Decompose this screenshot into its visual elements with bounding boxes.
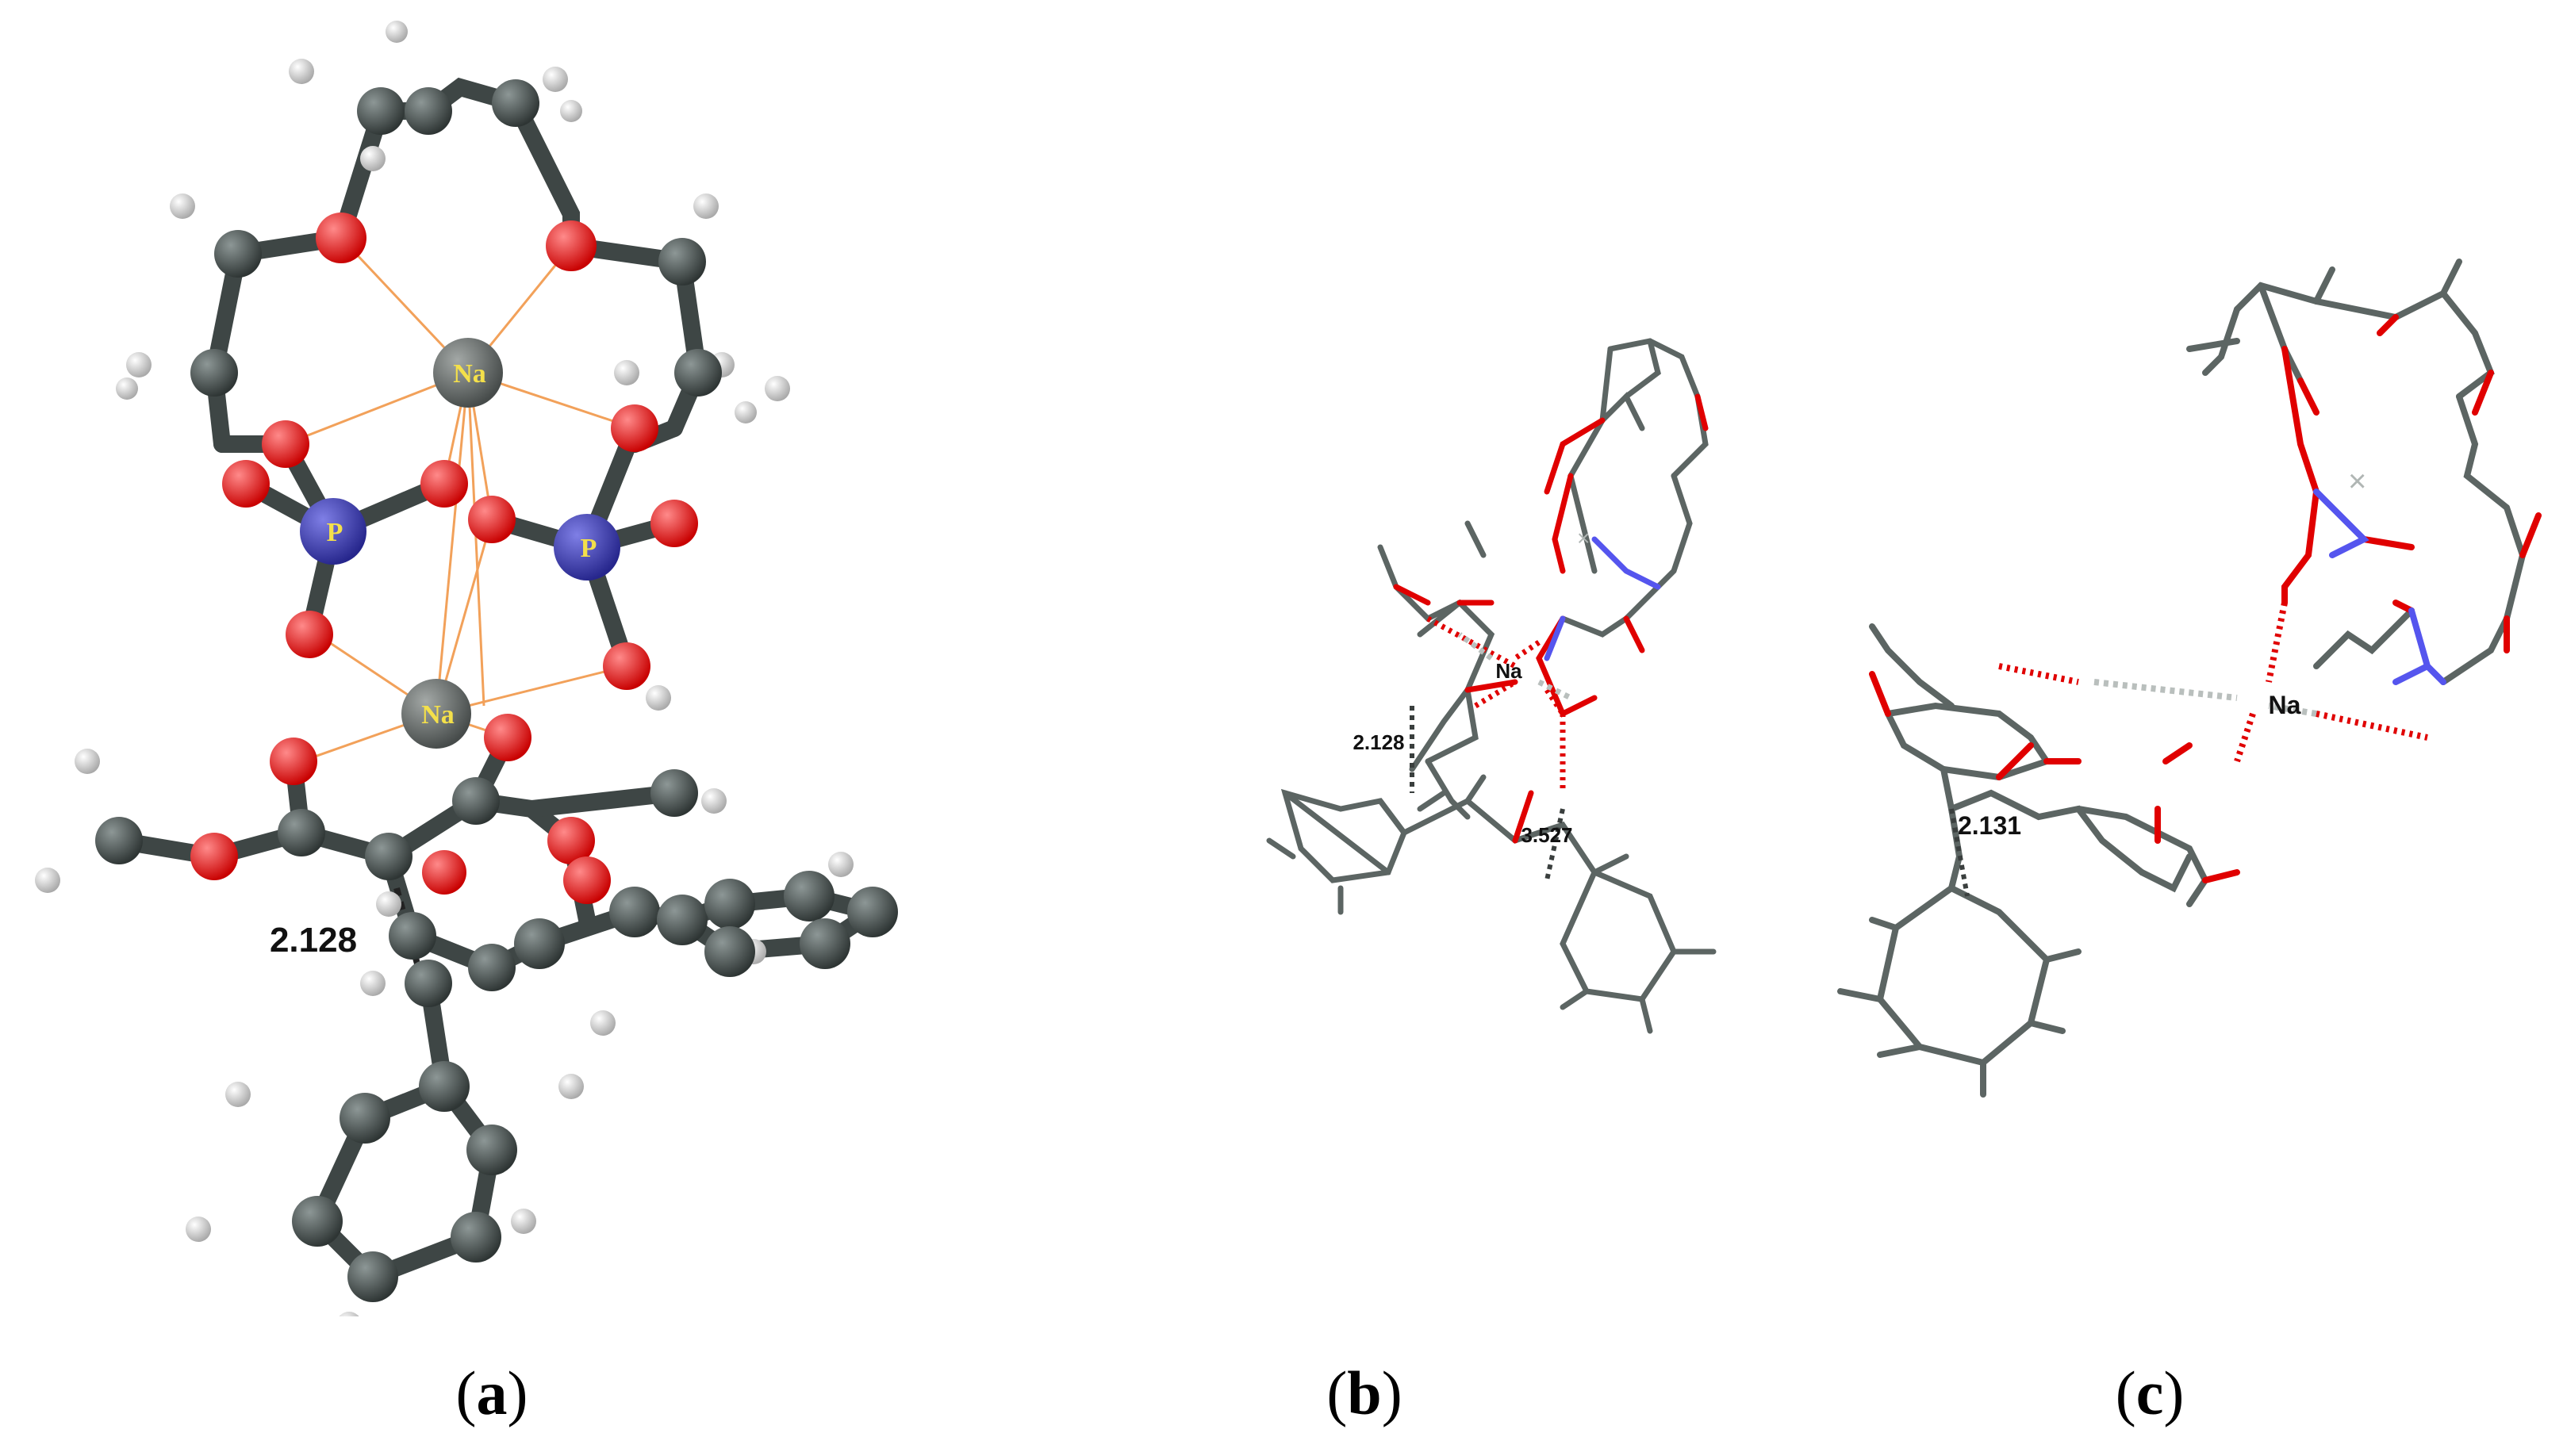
panel-c-molecule: × Na 2.131 (1837, 259, 2542, 1098)
carbon-atoms (95, 79, 898, 1302)
b-carbon-sticks (1266, 338, 1717, 1034)
c-gray-dashes (2093, 679, 2317, 717)
b-gray-dashes (1457, 632, 1572, 701)
b-centroid-marker: × (1577, 526, 1590, 550)
sodium-atom-bottom (401, 679, 471, 749)
b-distance-label-1: 2.128 (1353, 730, 1404, 754)
c-distance-label: 2.131 (1958, 811, 2021, 840)
sodium-atoms (401, 338, 503, 749)
panel-c: × Na 2.131 (1745, 0, 2567, 1316)
a-distance-label: 2.128 (270, 921, 357, 960)
panel-b-molecule: × Na 2.128 3.527 (1266, 338, 1717, 1034)
b-coordination-dots (1426, 615, 1566, 793)
b-dashed-contact-right (1544, 808, 1565, 881)
p-label-left: P (327, 518, 343, 547)
oxygen-atoms (190, 213, 698, 904)
panel-a: Na Na P P 2.128 (0, 0, 912, 1316)
caption-c: (c) (2115, 1358, 2185, 1427)
c-carbon-sticks (1837, 259, 2527, 1098)
phosphorus-atoms (300, 498, 620, 580)
c-coordination-dots (1998, 602, 2428, 763)
caption-a: (a) (455, 1358, 528, 1427)
b-distance-label-2: 3.527 (1521, 823, 1572, 847)
p-label-right: P (581, 534, 597, 563)
panel-b: × Na 2.128 3.527 (912, 0, 1745, 1316)
phosphorus-atom-left (300, 498, 366, 565)
c-nitrogen-sticks (2313, 489, 2446, 685)
panel-a-molecule: Na Na P P 2.128 (35, 21, 898, 1316)
na-label-top: Na (453, 359, 486, 389)
caption-b: (b) (1326, 1358, 1402, 1427)
c-na-label: Na (2269, 691, 2301, 719)
b-nitrogen-sticks (1544, 536, 1661, 661)
b-na-label: Na (1495, 659, 1522, 683)
sodium-atom-top (433, 338, 503, 408)
phosphorus-atom-right (554, 514, 620, 580)
na-label-bottom: Na (421, 700, 455, 730)
c-centroid-marker: × (2348, 464, 2366, 499)
c-oxygen-sticks (1869, 314, 2542, 883)
